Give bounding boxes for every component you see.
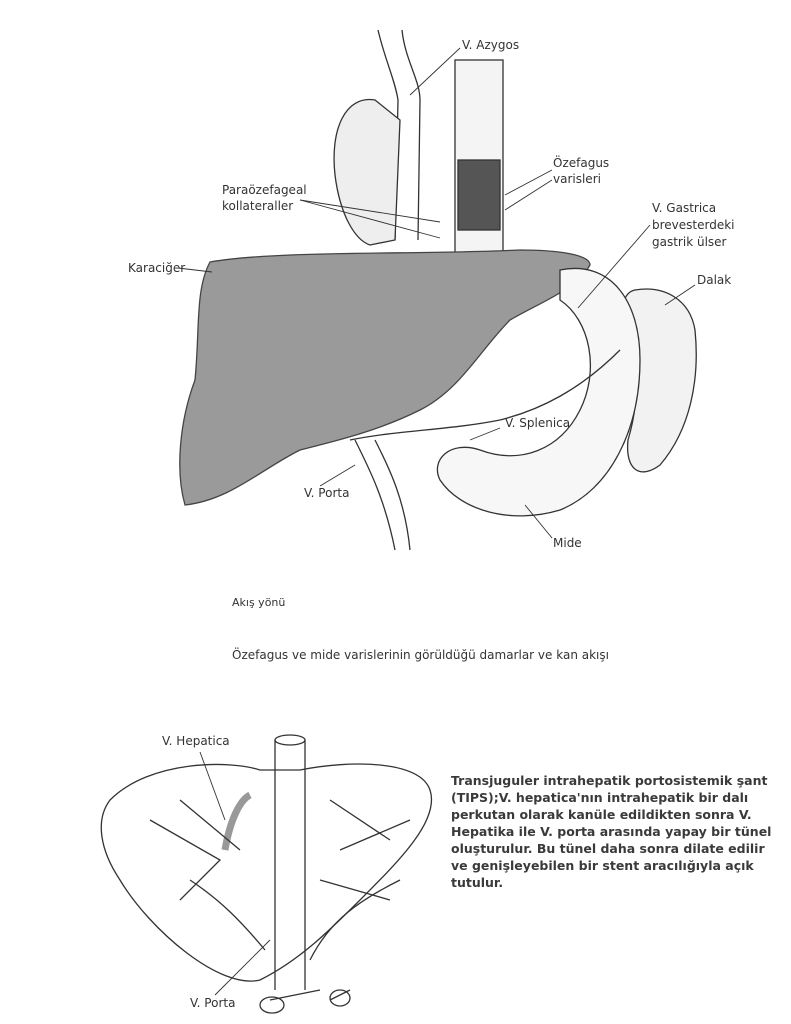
leader-lines [177, 47, 696, 539]
hepatic-branches [149, 799, 411, 901]
label-karaciger: Karaciğer [128, 261, 186, 275]
splenic-vein [349, 349, 621, 441]
heart-shape [333, 98, 401, 246]
label-v-hepatica: V. Hepatica [162, 734, 230, 748]
label-paraozefageal: Paraözefageal [222, 183, 307, 197]
label-mide: Mide [553, 536, 582, 550]
portal-vein [354, 439, 411, 551]
figure1-caption: Özefagus ve mide varislerinin görüldüğü … [232, 648, 609, 662]
label-kollateraller: kollateraller [222, 199, 294, 213]
label-varisleri: varisleri [553, 172, 601, 186]
figure1-drawing [177, 29, 697, 551]
vena-cava-superior [377, 29, 421, 241]
vessel-end-1 [259, 996, 285, 1014]
figure2-drawing [100, 734, 433, 1014]
label-v-splenica: V. Splenica [505, 416, 571, 430]
stomach [436, 267, 641, 517]
esophageal-varices [457, 159, 501, 231]
label-gastrik-ulser: gastrik ülser [652, 235, 727, 249]
ivc [274, 740, 306, 990]
label-ozefagus: Özefagus [553, 156, 610, 170]
portal-vessels [189, 879, 401, 1001]
liver [179, 249, 591, 506]
liver-outline [100, 763, 433, 982]
tips-description: Transjuguler intrahepatik portosistemik … [451, 773, 772, 890]
label-brevesterdeki: brevesterdeki [652, 218, 735, 232]
label-v-porta: V. Porta [304, 486, 350, 500]
label-v-azygos: V. Azygos [462, 38, 520, 52]
label-v-porta-2: V. Porta [190, 996, 236, 1010]
label-dalak: Dalak [697, 273, 732, 287]
vessel-end-2 [329, 989, 351, 1007]
label-v-gastrica: V. Gastrica [652, 201, 717, 215]
legend-flow-direction: Akış yönü [232, 596, 286, 609]
tips-stent [221, 791, 252, 851]
